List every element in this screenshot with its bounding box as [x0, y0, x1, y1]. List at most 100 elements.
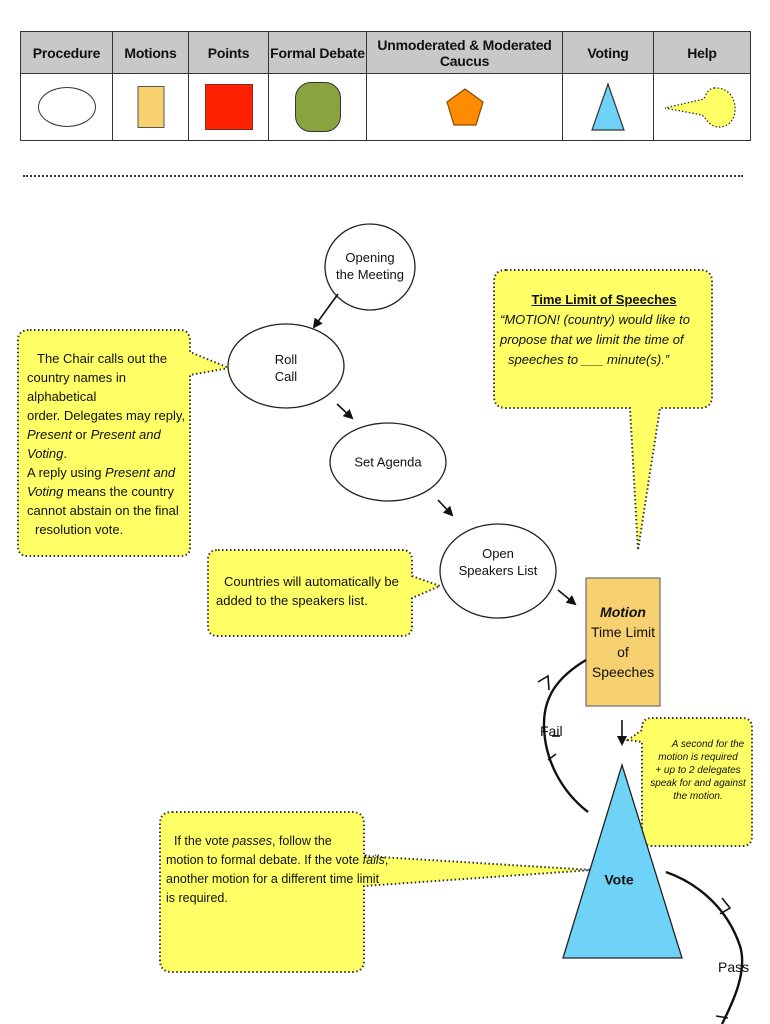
- motion-line1: Time Limit: [590, 624, 656, 640]
- vote-label: Vote: [604, 871, 634, 888]
- or-word: or: [71, 427, 91, 442]
- motion-rectangle-shape: [137, 86, 164, 128]
- arrow-set-agenda-to-speakers: [437, 499, 454, 517]
- opening-meeting-label: Opening the Meeting: [336, 249, 404, 283]
- motion-time-limit-node: [585, 577, 661, 707]
- legend-header-formal-debate: Formal Debate: [268, 31, 367, 74]
- help-callout-shape: [664, 87, 736, 128]
- passes-term: passes: [232, 834, 272, 848]
- time-limit-help-title: Time Limit of Speeches: [531, 292, 677, 307]
- present-term: Present: [27, 427, 72, 442]
- speakers-help-text: Countries will automatically be added to…: [216, 572, 406, 610]
- arrow-opening-to-roll-call: [312, 293, 339, 329]
- time-limit-help-line1: “MOTION! (country) would like to: [500, 312, 690, 327]
- pass-path: [665, 870, 744, 1024]
- roll-call-help-text: The Chair calls out the country names in…: [27, 349, 187, 539]
- pass-path-tick: [715, 1015, 729, 1019]
- motion-title: Motion: [600, 604, 646, 620]
- second-help-line1: A second for the: [671, 739, 745, 750]
- arrow-roll-call-to-set-agenda: [336, 403, 354, 420]
- opening-line2: the Meeting: [336, 267, 404, 282]
- speakers-list-label: Open Speakers List: [459, 545, 538, 579]
- time-limit-help-text: Time Limit of Speeches “MOTION! (country…: [500, 290, 708, 370]
- vote-help-line1-a: If the vote: [174, 834, 233, 848]
- vote-help-line1-c: , follow the: [271, 834, 332, 848]
- second-help-line3: + up to 2 delegates: [655, 765, 741, 776]
- legend-cell-procedure: [20, 73, 113, 141]
- opening-meeting-node: [324, 223, 416, 311]
- arrow-speakers-to-motion: [557, 589, 577, 606]
- roll-call-help-line7: cannot abstain on the final: [27, 503, 179, 518]
- motion-line3: Speeches: [591, 664, 655, 680]
- roll-call-node: [227, 323, 345, 409]
- pass-label: Pass: [718, 959, 750, 975]
- speakers-help-line2: added to the speakers list.: [216, 593, 368, 608]
- roll-call-help-callout: [17, 329, 233, 557]
- means-country-text: means the country: [63, 484, 174, 499]
- opening-line1: Opening: [345, 250, 395, 265]
- formal-debate-rounded-shape: [294, 82, 341, 132]
- roll-call-help-line5: A reply using Present and: [27, 463, 187, 482]
- time-limit-help-callout: [493, 269, 713, 551]
- second-help-line4: speak for and against: [650, 778, 746, 789]
- legend-cell-caucus: [366, 73, 563, 141]
- legend-cell-motions: [112, 73, 189, 141]
- roll-call-line1: Roll: [274, 352, 298, 367]
- legend-cell-points: [188, 73, 269, 141]
- speakers-list-node: [439, 523, 557, 619]
- motion-line2: of: [617, 644, 629, 660]
- roll-call-help-line1: The Chair calls out the: [37, 351, 168, 366]
- speakers-help-line1: Countries will automatically be: [224, 574, 399, 589]
- legend-cell-voting: [562, 73, 654, 141]
- present-and-term: Present and: [105, 465, 176, 480]
- legend-header-procedure: Procedure: [20, 31, 113, 74]
- legend-header-help: Help: [653, 31, 751, 74]
- vote-help-line3: another motion for a different time limi…: [166, 872, 380, 886]
- legend-header-row: Procedure Motions Points Formal Debate U…: [20, 31, 751, 74]
- legend-shape-row: [20, 73, 751, 141]
- vote-node: [562, 762, 683, 959]
- vote-help-text: If the vote passes, follow the motion to…: [166, 832, 388, 908]
- roll-call-help-line8: resolution vote.: [35, 522, 124, 537]
- fail-label: Fail: [540, 723, 563, 739]
- vote-help-line4: is required.: [166, 891, 228, 905]
- reply-using-text: A reply using: [27, 465, 106, 480]
- vote-help-callout: [159, 811, 593, 973]
- roll-call-help-line3: order. Delegates may reply,: [27, 408, 185, 423]
- time-limit-help-line3: speeches to ___ minute(s).”: [508, 352, 670, 367]
- voting-triangle-shape: [591, 82, 625, 131]
- time-limit-help-line2: propose that we limit the time of: [500, 332, 684, 347]
- speakers-list-line2: Speakers List: [458, 563, 538, 578]
- shape-legend-table: Procedure Motions Points Formal Debate U…: [20, 31, 751, 141]
- set-agenda-label: Set Agenda: [354, 454, 422, 470]
- legend-cell-help: [653, 73, 751, 141]
- vote-help-line2: motion to formal debate. If the vote fai…: [166, 851, 388, 870]
- voting-term: Voting: [27, 484, 64, 499]
- pass-path-arrowhead: [719, 897, 732, 915]
- fail-loop-tick-lower: [547, 753, 557, 761]
- roll-call-help-line2: country names in alphabetical: [27, 370, 126, 404]
- set-agenda-node: [329, 422, 447, 502]
- speakers-help-callout: [207, 549, 443, 637]
- vote-help-line1: If the vote passes, follow the: [166, 832, 362, 851]
- period: .: [63, 446, 68, 461]
- vote-help-line2-c: ,: [384, 853, 389, 867]
- vote-help-line2-a: motion to formal debate. If the vote: [166, 853, 363, 867]
- points-square-shape: [204, 84, 253, 130]
- legend-header-caucus: Unmoderated & Moderated Caucus: [366, 31, 563, 74]
- fails-term: fails: [362, 853, 385, 867]
- fail-loop-path: [542, 658, 589, 813]
- roll-call-line2: Call: [274, 369, 298, 384]
- second-help-text: A second for the motion is required + up…: [646, 738, 750, 803]
- fail-loop-arrowhead: [537, 674, 550, 691]
- dotted-separator: [23, 175, 743, 177]
- caucus-pentagon-shape: [445, 88, 484, 126]
- motion-label: Motion Time Limit of Speeches: [591, 602, 655, 682]
- procedure-oval-shape: [37, 87, 96, 127]
- present-and-voting-term: Present and Voting: [27, 427, 161, 461]
- second-help-line2: motion is required: [658, 752, 738, 763]
- second-help-callout: [625, 717, 753, 847]
- roll-call-help-line4: Present or Present and Voting.: [27, 425, 187, 463]
- roll-call-help-line6: Voting means the country: [27, 482, 187, 501]
